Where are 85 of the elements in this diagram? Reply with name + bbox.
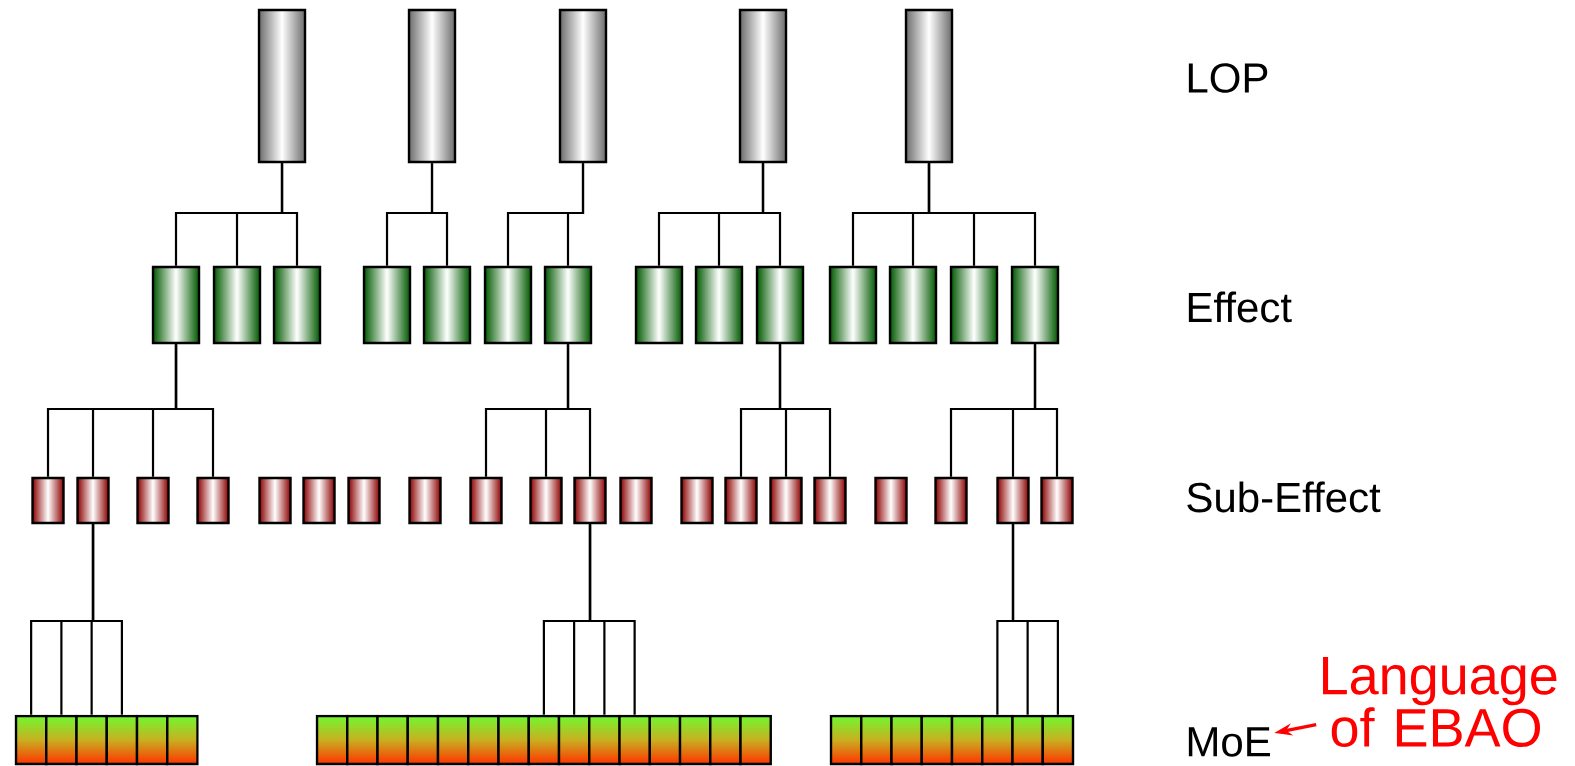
moe-cell (981, 714, 1014, 766)
sub-effect-box (573, 476, 607, 525)
sub-effect-box (996, 476, 1030, 525)
moe-cell (45, 714, 78, 766)
sub-effect-box (469, 476, 503, 525)
moe-cell (105, 714, 139, 766)
moe-cell (860, 714, 893, 766)
lop-bar (904, 8, 954, 164)
callout-text: Language of EBAO (1323, 657, 1557, 747)
sub-effect-box (680, 476, 714, 525)
effect-box (1010, 265, 1060, 345)
sub-effect-box (724, 476, 758, 525)
effect-box (543, 265, 593, 345)
moe-cell (376, 714, 409, 766)
moe-cell (678, 714, 712, 766)
effect-box (362, 265, 412, 345)
sub-effect-box (874, 476, 908, 525)
moe-cell (467, 714, 500, 766)
moe-cell (890, 714, 923, 766)
level-label: MoE (1188, 727, 1270, 757)
sub-effect-box (1040, 476, 1074, 525)
sub-effect-box (31, 476, 65, 525)
effect-box (888, 265, 938, 345)
level-label: LOP (1188, 63, 1268, 93)
moe-cell (406, 714, 440, 766)
sub-effect-box (769, 476, 803, 525)
moe-cell (14, 714, 48, 766)
connector-line (761, 163, 782, 266)
effect-box (212, 265, 262, 345)
effect-box (634, 265, 684, 345)
sub-effect-box (76, 476, 110, 525)
connector-line (91, 524, 123, 715)
moe-cell (739, 714, 772, 766)
moe-cell (497, 714, 530, 766)
sub-effect-box (302, 476, 336, 525)
effect-box (483, 265, 533, 345)
sub-effect-box (529, 476, 563, 525)
sub-effect-box (347, 476, 381, 525)
moe-cell (588, 714, 621, 766)
sub-effect-box (813, 476, 847, 525)
sub-effect-box (934, 476, 968, 525)
moe-cell (315, 714, 349, 766)
moe-cell (648, 714, 682, 766)
moe-cell (920, 714, 954, 766)
sub-effect-box (619, 476, 653, 525)
moe-cell (557, 714, 591, 766)
connector-line (566, 344, 592, 477)
lop-bar (257, 8, 307, 164)
connector-line (430, 163, 449, 266)
sub-effect-box (196, 476, 230, 525)
effect-box (151, 265, 201, 345)
connector-line (1011, 524, 1059, 715)
effect-box (755, 265, 805, 345)
level-label: Sub-Effect (1187, 481, 1381, 513)
effect-box (422, 265, 472, 345)
connector-line (566, 163, 585, 266)
effect-box (694, 265, 744, 345)
moe-cell (135, 714, 169, 766)
connector-line (174, 344, 215, 477)
moe-cell (1011, 714, 1044, 766)
moe-cell (75, 714, 108, 766)
sub-effect-box (136, 476, 170, 525)
moe-cell (166, 714, 199, 766)
moe-cell (950, 714, 984, 766)
moe-cell (1041, 714, 1075, 766)
connector-line (927, 163, 1037, 266)
effect-box (272, 265, 322, 345)
sub-effect-box (408, 476, 442, 525)
lop-bar (407, 8, 457, 164)
moe-cell (436, 714, 470, 766)
moe-cell (829, 714, 863, 766)
moe-cell (618, 714, 651, 766)
moe-cell (527, 714, 561, 766)
effect-box (828, 265, 878, 345)
sub-effect-box (258, 476, 292, 525)
moe-cell (709, 714, 742, 766)
connector-line (280, 163, 299, 266)
level-label: Effect (1188, 291, 1292, 323)
lop-bar (558, 8, 608, 164)
connector-line (1033, 344, 1059, 477)
connector-line (588, 524, 636, 715)
connector-line (778, 344, 832, 477)
lop-bar (738, 8, 788, 164)
moe-cell (346, 714, 379, 766)
effect-box (949, 265, 999, 345)
